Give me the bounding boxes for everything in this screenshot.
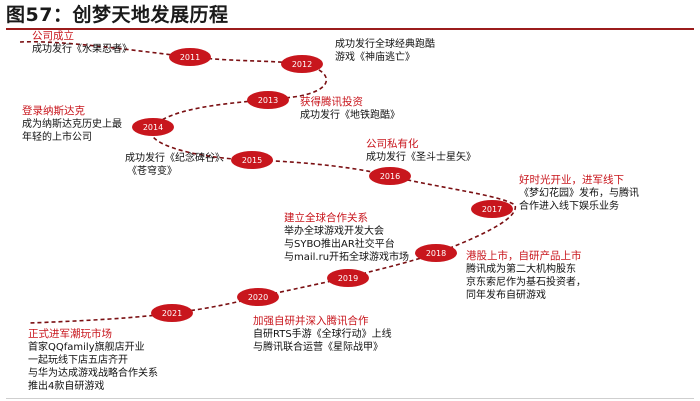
- year-node-shape-2015: [231, 151, 273, 169]
- event-2018: 港股上市，自研产品上市 腾讯成为第二大机构股东 京东索尼作为基石投资者， 同年发…: [466, 250, 586, 302]
- year-label-2011: 2011: [180, 53, 200, 62]
- year-node-2011: 2011: [169, 48, 211, 66]
- year-node-shape-2012: [281, 55, 323, 73]
- year-node-2013: 2013: [247, 91, 289, 109]
- year-label-2020: 2020: [248, 293, 268, 302]
- year-node-2015: 2015: [231, 151, 273, 169]
- bottom-divider: [6, 398, 694, 399]
- year-node-shape-2013: [247, 91, 289, 109]
- event-2012-line-2: 游戏《神庙逃亡》: [335, 52, 415, 63]
- event-2021-heading: 正式进军潮玩市场: [28, 328, 112, 340]
- event-2012-line-1: 成功发行全球经典跑酷: [335, 39, 435, 50]
- event-2018-line-1: 腾讯成为第二大机构股东: [466, 264, 576, 275]
- year-label-2014: 2014: [143, 123, 163, 132]
- event-2017: 好时光开业，进军线下 《梦幻花园》发布，与腾讯 合作进入线下娱乐业务: [519, 174, 639, 213]
- year-node-2016: 2016: [369, 167, 411, 185]
- event-2018-line-3: 同年发布自研游戏: [466, 290, 546, 301]
- event-2013-heading: 获得腾讯投资: [300, 96, 363, 108]
- year-node-2012: 2012: [281, 55, 323, 73]
- page-title: 图57：创梦天地发展历程: [6, 4, 229, 26]
- event-2012: 成功发行全球经典跑酷 游戏《神庙逃亡》: [335, 38, 435, 64]
- year-node-2014: 2014: [132, 118, 174, 136]
- year-node-shape-2017: [471, 200, 513, 218]
- event-2013: 获得腾讯投资 成功发行《地铁跑酷》: [300, 96, 400, 122]
- year-node-shape-2016: [369, 167, 411, 185]
- year-label-2019: 2019: [338, 274, 358, 283]
- year-node-shape-2019: [327, 269, 369, 287]
- year-node-shape-2011: [169, 48, 211, 66]
- event-2015-line-2: 《苍穹变》: [127, 166, 177, 177]
- event-2014-heading: 登录纳斯达克: [22, 105, 85, 117]
- event-2019-line-1: 举办全球游戏开发大会: [284, 226, 384, 237]
- event-2015: 成功发行《纪念碑谷》、 《苍穹变》: [125, 152, 230, 178]
- event-2019: 建立全球合作关系 举办全球游戏开发大会 与SYBO推出AR社交平台 与mail.…: [284, 212, 409, 264]
- year-label-2013: 2013: [258, 96, 278, 105]
- year-node-shape-2020: [237, 288, 279, 306]
- year-node-2018: 2018: [415, 244, 457, 262]
- event-2014: 登录纳斯达克 成为纳斯达克历史上最 年轻的上市公司: [22, 105, 122, 144]
- year-label-2015: 2015: [242, 156, 262, 165]
- event-2020-line-1: 自研RTS手游《全球行动》上线: [253, 329, 392, 340]
- event-2011: 公司成立 成功发行《水果忍者》: [32, 30, 132, 56]
- event-2016-line-1: 成功发行《圣斗士星矢》: [366, 152, 476, 163]
- event-2011-line-1: 成功发行《水果忍者》: [32, 44, 132, 55]
- event-2021-line-3: 与华为达成游戏战略合作关系: [28, 368, 158, 379]
- event-2020: 加强自研并深入腾讯合作 自研RTS手游《全球行动》上线 与腾讯联合运营《星际战甲…: [253, 315, 392, 354]
- year-label-2021: 2021: [162, 309, 182, 318]
- year-node-2019: 2019: [327, 269, 369, 287]
- title-underline: [6, 28, 694, 30]
- event-2015-line-1: 成功发行《纪念碑谷》、: [125, 153, 230, 164]
- event-2019-line-3: 与mail.ru开拓全球游戏市场: [284, 252, 410, 263]
- year-label-2016: 2016: [380, 172, 400, 181]
- year-label-2017: 2017: [482, 205, 502, 214]
- event-2019-line-2: 与SYBO推出AR社交平台: [284, 239, 395, 250]
- event-2020-heading: 加强自研并深入腾讯合作: [253, 315, 369, 327]
- year-node-shape-2021: [151, 304, 193, 322]
- year-node-shape-2018: [415, 244, 457, 262]
- year-node-2020: 2020: [237, 288, 279, 306]
- year-node-shape-2014: [132, 118, 174, 136]
- timeline-path: [19, 40, 516, 324]
- event-2018-heading: 港股上市，自研产品上市: [466, 250, 582, 262]
- event-2016: 公司私有化 成功发行《圣斗士星矢》: [366, 138, 476, 164]
- event-2017-line-2: 合作进入线下娱乐业务: [519, 201, 619, 212]
- event-2020-line-2: 与腾讯联合运营《星际战甲》: [253, 342, 383, 353]
- event-2018-line-2: 京东索尼作为基石投资者，: [466, 277, 586, 288]
- event-2021-line-4: 推出4款自研游戏: [28, 381, 105, 392]
- event-2021-line-1: 首家QQfamily旗舰店开业: [28, 342, 145, 353]
- event-2021: 正式进军潮玩市场 首家QQfamily旗舰店开业 一起玩线下店五店齐开 与华为达…: [28, 328, 158, 393]
- event-2017-heading: 好时光开业，进军线下: [519, 174, 624, 186]
- year-label-2018: 2018: [426, 249, 446, 258]
- event-2011-heading: 公司成立: [32, 30, 74, 42]
- event-2016-heading: 公司私有化: [366, 138, 419, 150]
- event-2013-line-1: 成功发行《地铁跑酷》: [300, 110, 400, 121]
- event-2014-line-1: 成为纳斯达克历史上最: [22, 119, 122, 130]
- event-2014-line-2: 年轻的上市公司: [22, 132, 92, 143]
- event-2017-line-1: 《梦幻花园》发布，与腾讯: [519, 188, 639, 199]
- event-2021-line-2: 一起玩线下店五店齐开: [28, 355, 128, 366]
- event-2019-heading: 建立全球合作关系: [284, 212, 368, 224]
- year-node-2017: 2017: [471, 200, 513, 218]
- year-label-2012: 2012: [292, 60, 312, 69]
- year-node-2021: 2021: [151, 304, 193, 322]
